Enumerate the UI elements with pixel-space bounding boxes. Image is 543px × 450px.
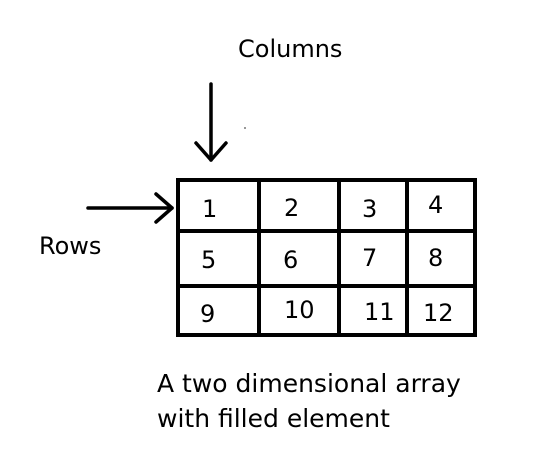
rows-arrow [86,192,174,224]
array-cell: 11 [364,298,395,326]
array-cell: 1 [202,195,218,223]
array-cell: 7 [362,244,378,272]
array-cell: 10 [284,296,315,324]
array-cell: 2 [284,194,300,222]
caption-line-2: with filled element [157,404,390,433]
stray-dot [244,127,246,129]
array-cell: 3 [362,195,378,223]
rows-label: Rows [39,232,102,260]
columns-label: Columns [238,35,343,63]
array-cell: 9 [200,300,216,328]
array-cell: 4 [428,191,444,219]
array-grid [176,178,477,337]
caption-line-1: A two dimensional array [157,369,461,398]
array-cell: 5 [201,246,217,274]
array-cell: 6 [283,246,299,274]
array-cell: 8 [428,244,444,272]
columns-arrow [194,82,228,162]
caption: A two dimensional array with filled elem… [157,366,461,436]
array-cell: 12 [423,299,454,327]
